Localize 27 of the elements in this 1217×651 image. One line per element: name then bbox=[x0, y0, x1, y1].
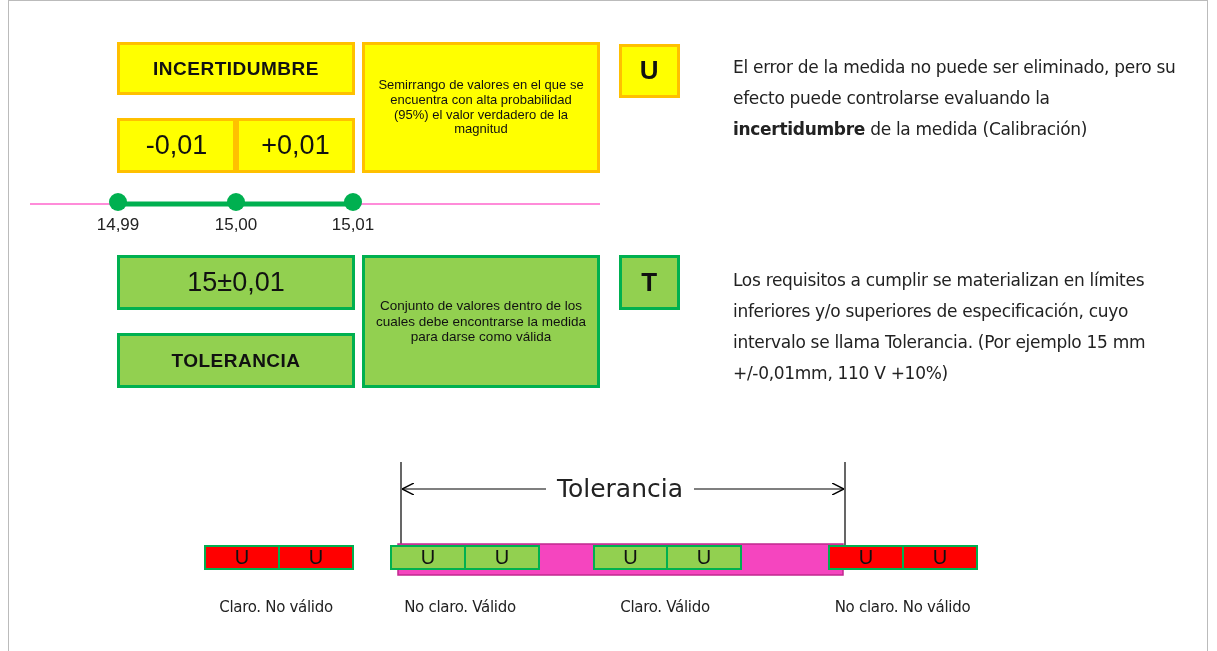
value-box: +0,01 bbox=[236, 118, 355, 173]
description-paragraph: El error de la medida no puede ser eliminado, pero su efecto puede controlarse evaluando la incertidumbre de la medida (Calibración) bbox=[733, 56, 1177, 141]
zone-label: No claro. No válido bbox=[833, 598, 972, 616]
symbol-box: T bbox=[619, 255, 680, 310]
value-box: -0,01 bbox=[117, 118, 236, 173]
definition-box: Semirrango de valores en el que se encuentra con alta probabilidad (95%) el valor verdadero de la magnitud bbox=[362, 42, 600, 173]
tick-label: 15,01 bbox=[330, 215, 376, 235]
zone-label: Claro. Válido bbox=[619, 598, 711, 616]
value-box: 15±0,01 bbox=[117, 255, 355, 310]
uncertainty-cell: U bbox=[902, 545, 978, 570]
uncertainty-cell: U bbox=[390, 545, 466, 570]
tick-label: 15,00 bbox=[213, 215, 259, 235]
description-paragraph: Los requisitos a cumplir se materializan en límites inferiores y/o superiores de especificación, cuyo intervalo se llama Tolerancia. (Por ejemplo 15 mm +/-0,01mm, 110 V +10%) bbox=[733, 269, 1147, 385]
term-box: INCERTIDUMBRE bbox=[117, 42, 355, 95]
uncertainty-cell: U bbox=[593, 545, 668, 570]
tick-label: 14,99 bbox=[95, 215, 141, 235]
term-box: TOLERANCIA bbox=[117, 333, 355, 388]
uncertainty-cell: U bbox=[666, 545, 742, 570]
definition-box: Conjunto de valores dentro de los cuales debe encontrarse la medida para darse como válida bbox=[362, 255, 600, 388]
zone-label: No claro. Válido bbox=[403, 598, 517, 616]
uncertainty-cell: U bbox=[828, 545, 904, 570]
zone-label: Claro. No válido bbox=[218, 598, 334, 616]
dimension-label: Tolerancia bbox=[555, 474, 685, 503]
uncertainty-cell: U bbox=[464, 545, 540, 570]
uncertainty-cell: U bbox=[204, 545, 280, 570]
uncertainty-cell: U bbox=[278, 545, 354, 570]
symbol-box: U bbox=[619, 44, 680, 98]
